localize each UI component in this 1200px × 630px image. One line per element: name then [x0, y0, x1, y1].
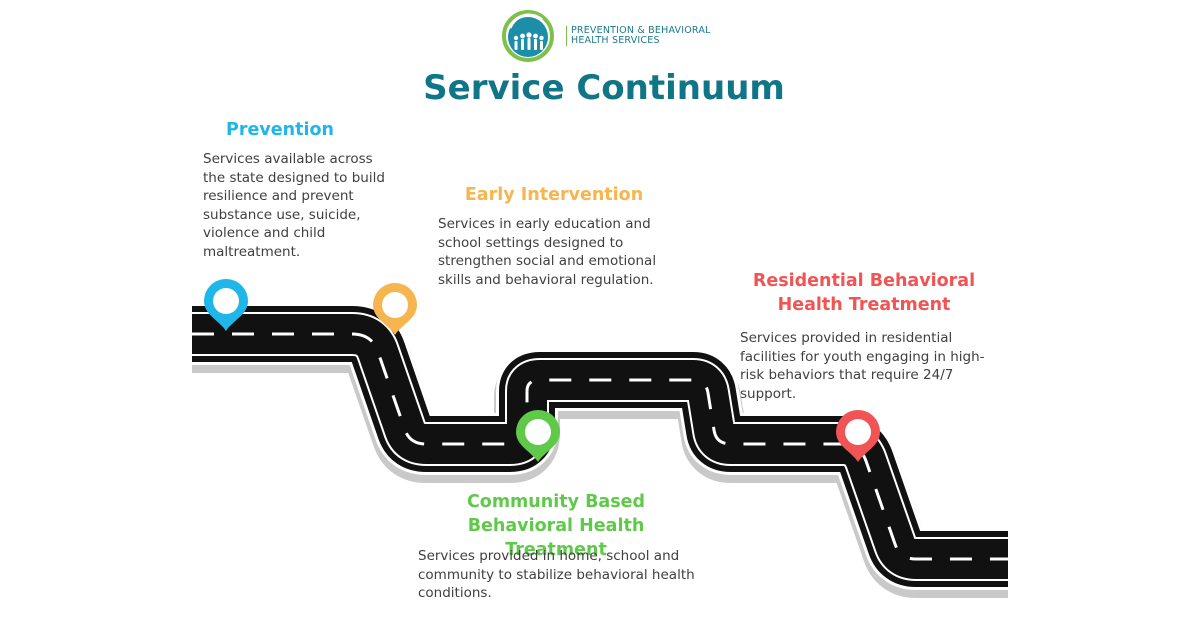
- residential-description: Services provided in residential facilit…: [740, 330, 985, 402]
- early-intervention-heading: Early Intervention: [464, 185, 644, 205]
- page-title: Service Continuum: [423, 68, 785, 108]
- organization-logo: [502, 10, 554, 62]
- early-intervention-description: Services in early education and school s…: [438, 216, 657, 288]
- early-intervention-pin-icon: [373, 283, 417, 335]
- residential-pin-icon: [836, 410, 880, 462]
- community-based-heading: Community Based Behavioral Health Treatm…: [466, 492, 646, 560]
- brand-name: PREVENTION & BEHAVIORAL HEALTH SERVICES: [566, 26, 721, 46]
- community-based-pin-icon: [516, 410, 560, 462]
- prevention-pin-icon: [204, 279, 248, 331]
- prevention-description: Services available across the state desi…: [203, 151, 385, 260]
- community-based-description: Services provided in home, school and co…: [418, 548, 695, 601]
- people-circle-logo-icon: [502, 10, 554, 62]
- residential-heading: Residential Behavioral Health Treatment: [752, 271, 976, 315]
- prevention-heading: Prevention: [226, 120, 334, 140]
